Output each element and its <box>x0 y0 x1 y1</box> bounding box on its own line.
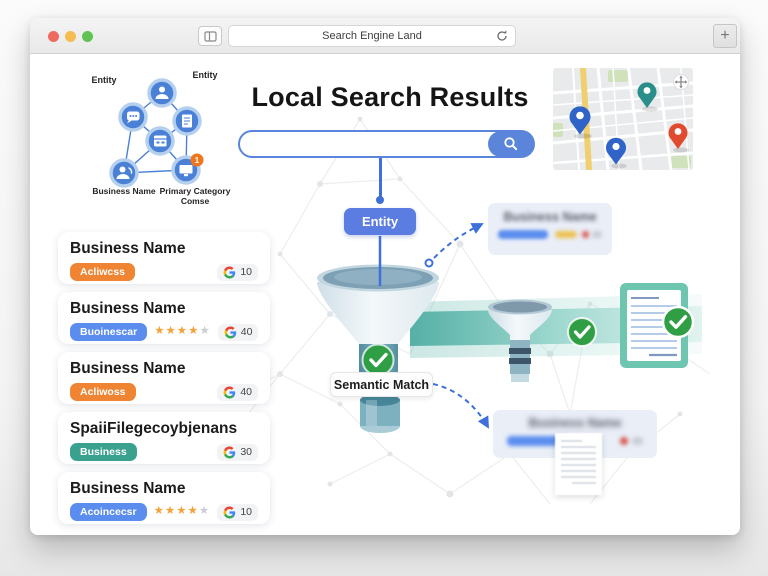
minimize-button[interactable] <box>65 31 76 42</box>
blurred-card-top: Business Name <box>488 203 612 255</box>
primary-category-label-2: Comse <box>181 196 210 206</box>
google-icon <box>224 326 236 338</box>
business-card-list: Business Name Acliwcss 10 Business Name … <box>58 232 270 524</box>
entity-node-review <box>118 102 148 132</box>
primary-category-label: Primary Category <box>160 186 231 196</box>
business-card: Business Name Acoincecsr ★★★★★ 10 <box>58 472 270 524</box>
dashed-arrow-top <box>424 223 484 268</box>
compass-icon <box>673 74 689 90</box>
category-badge: Business <box>70 443 137 461</box>
card-title: Business Name <box>70 300 186 317</box>
blurred-card-title: Business Name <box>503 210 597 224</box>
rating-count: 40 <box>240 386 252 398</box>
entity-connector-dot <box>376 196 384 204</box>
blurred-card-title: Business Name <box>528 416 622 430</box>
close-button[interactable] <box>48 31 59 42</box>
browser-window: Search Engine Land + <box>30 18 740 535</box>
google-icon <box>223 266 236 278</box>
entity-node-website: 1 <box>171 153 204 185</box>
check-icon-ribbon <box>567 317 597 347</box>
google-icon <box>223 446 236 458</box>
rating-count: 10 <box>240 506 252 518</box>
google-rating: 30 <box>217 443 258 461</box>
google-icon <box>223 506 236 518</box>
refresh-icon[interactable] <box>495 29 509 46</box>
sidebar-icon <box>203 30 217 42</box>
check-icon-funnel <box>361 343 395 377</box>
google-rating: 10 <box>217 503 258 521</box>
funnel-flow <box>317 223 702 433</box>
entity-node-calendar <box>145 126 175 156</box>
main-funnel <box>317 236 439 396</box>
search-icon <box>504 137 518 151</box>
illustrated-search-input <box>238 130 535 158</box>
rating-count: 40 <box>240 326 253 338</box>
category-badge: Acoincecsr <box>70 503 147 521</box>
map-pin-blue-2 <box>606 137 627 169</box>
entity-label-left: Entity <box>91 75 116 85</box>
map-pin-blue-1 <box>569 106 592 139</box>
card-title: Business Name <box>70 480 186 497</box>
entity-label-right: Entity <box>192 70 217 80</box>
dashed-arrow-bottom <box>432 383 489 429</box>
business-card: Business Name Acliwcss 10 <box>58 232 270 284</box>
semantic-match-label: Semantic Match <box>330 372 433 397</box>
notification-badge <box>190 153 204 167</box>
map-pin-red <box>668 123 689 153</box>
zoom-button[interactable] <box>82 31 93 42</box>
business-card: Business Name Acliwoss 40 <box>58 352 270 404</box>
svg-text:1: 1 <box>195 156 200 165</box>
check-icon-document <box>661 305 695 339</box>
funnel-stem-lower <box>360 394 400 433</box>
category-badge: Acliwcss <box>70 263 135 281</box>
rating-count: 10 <box>240 266 252 278</box>
google-rating: 40 <box>217 383 258 401</box>
entity-button: Entity <box>344 208 416 235</box>
blurred-google-icon <box>620 437 628 445</box>
google-rating: 10 <box>217 263 258 281</box>
blurred-document <box>555 433 602 495</box>
star-rating: ★★★★★ <box>154 325 211 338</box>
blurred-badge <box>507 436 569 446</box>
entity-node-document <box>172 106 202 136</box>
card-title: Business Name <box>70 360 186 377</box>
browser-toolbar: Search Engine Land + <box>30 18 740 54</box>
business-card: Business Name Buoinescar ★★★★★ 40 <box>58 292 270 344</box>
entity-diagram: 1 Entity Entity Business Name Primary Ca… <box>91 70 231 206</box>
category-badge: Buoinescar <box>70 323 148 341</box>
card-title: Business Name <box>70 240 186 257</box>
entity-node-contact <box>109 158 139 188</box>
business-name-label: Business Name <box>92 186 156 196</box>
star-rating: ★★★★★ <box>153 505 211 518</box>
map-thumbnail <box>553 68 693 170</box>
map-pin-teal <box>637 82 658 112</box>
search-button <box>488 131 534 157</box>
business-card: SpaiiFilegecoybjenans Business 30 <box>58 412 270 464</box>
verified-document <box>620 283 695 368</box>
google-icon <box>223 386 236 398</box>
address-bar[interactable]: Search Engine Land <box>228 25 516 47</box>
entity-node-person <box>147 78 177 108</box>
page-title: Local Search Results <box>251 82 529 112</box>
new-tab-button[interactable]: + <box>713 24 737 48</box>
card-title: SpaiiFilegecoybjenans <box>70 420 238 437</box>
secondary-funnel <box>488 299 552 382</box>
page-content: 1 Entity Entity Business Name Primary Ca… <box>30 54 740 535</box>
address-text: Search Engine Land <box>322 30 422 42</box>
sidebar-button[interactable] <box>198 26 222 46</box>
blurred-count <box>632 437 643 445</box>
blurred-badge <box>498 230 548 239</box>
entity-connector-line <box>379 158 382 198</box>
blurred-count <box>592 231 602 238</box>
google-rating: 40 <box>217 323 259 341</box>
blurred-google-icon <box>582 231 589 238</box>
rating-count: 30 <box>240 446 252 458</box>
category-badge: Acliwoss <box>70 383 136 401</box>
blurred-stars <box>555 231 577 238</box>
